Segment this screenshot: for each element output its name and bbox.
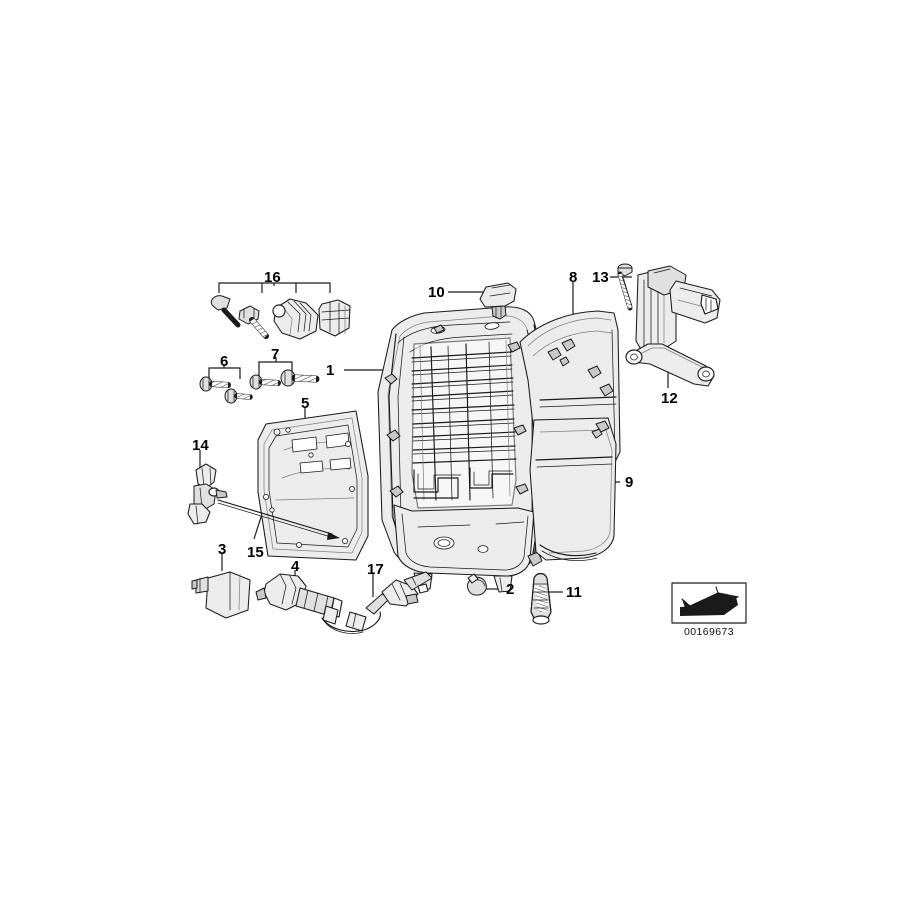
callout-10: 10 [428, 284, 445, 301]
part-motor-drive-unit [191, 571, 251, 619]
frame-spring-lattice [411, 337, 517, 509]
part-backrest-cover [529, 417, 617, 561]
callout-17: 17 [367, 561, 384, 578]
callout-11: 11 [566, 584, 582, 601]
frame-clips [384, 324, 529, 498]
part-fillister-head-screw [617, 263, 633, 311]
part-backrest-frame [377, 306, 543, 593]
seat-pictogram-icon [671, 582, 747, 624]
part-screw-set-6 [199, 376, 253, 404]
callout-15: 15 [247, 544, 264, 561]
callout-5: 5 [301, 395, 310, 412]
callout-6: 6 [220, 353, 229, 370]
part-armrest-hinge-bracket [625, 265, 721, 387]
callout-16: 16 [264, 269, 281, 286]
part-belt-guide-fitting [365, 571, 433, 615]
part-headrest-guide [479, 282, 517, 320]
callout-14: 14 [192, 437, 209, 454]
callout-9: 9 [625, 474, 634, 491]
part-clip-and-screw-set [210, 295, 351, 340]
part-screw-set-7 [249, 369, 320, 390]
part-backrest-rear-panel [257, 410, 369, 561]
callout-7: 7 [271, 346, 280, 363]
callout-13: 13 [592, 269, 609, 286]
part-backrest-latch [187, 463, 228, 525]
callout-3: 3 [218, 541, 227, 558]
part-bowden-cable-rod [217, 499, 340, 540]
diagram-id-code: 00169673 [684, 626, 734, 638]
part-plug-cap [467, 573, 487, 596]
part-expanding-rivet [530, 572, 552, 625]
callout-12: 12 [661, 390, 678, 407]
callout-2: 2 [506, 581, 515, 598]
callout-4: 4 [291, 558, 300, 575]
callout-8: 8 [569, 269, 578, 286]
callout-1: 1 [326, 362, 335, 379]
part-lumbar-actuator-assembly [255, 573, 381, 634]
